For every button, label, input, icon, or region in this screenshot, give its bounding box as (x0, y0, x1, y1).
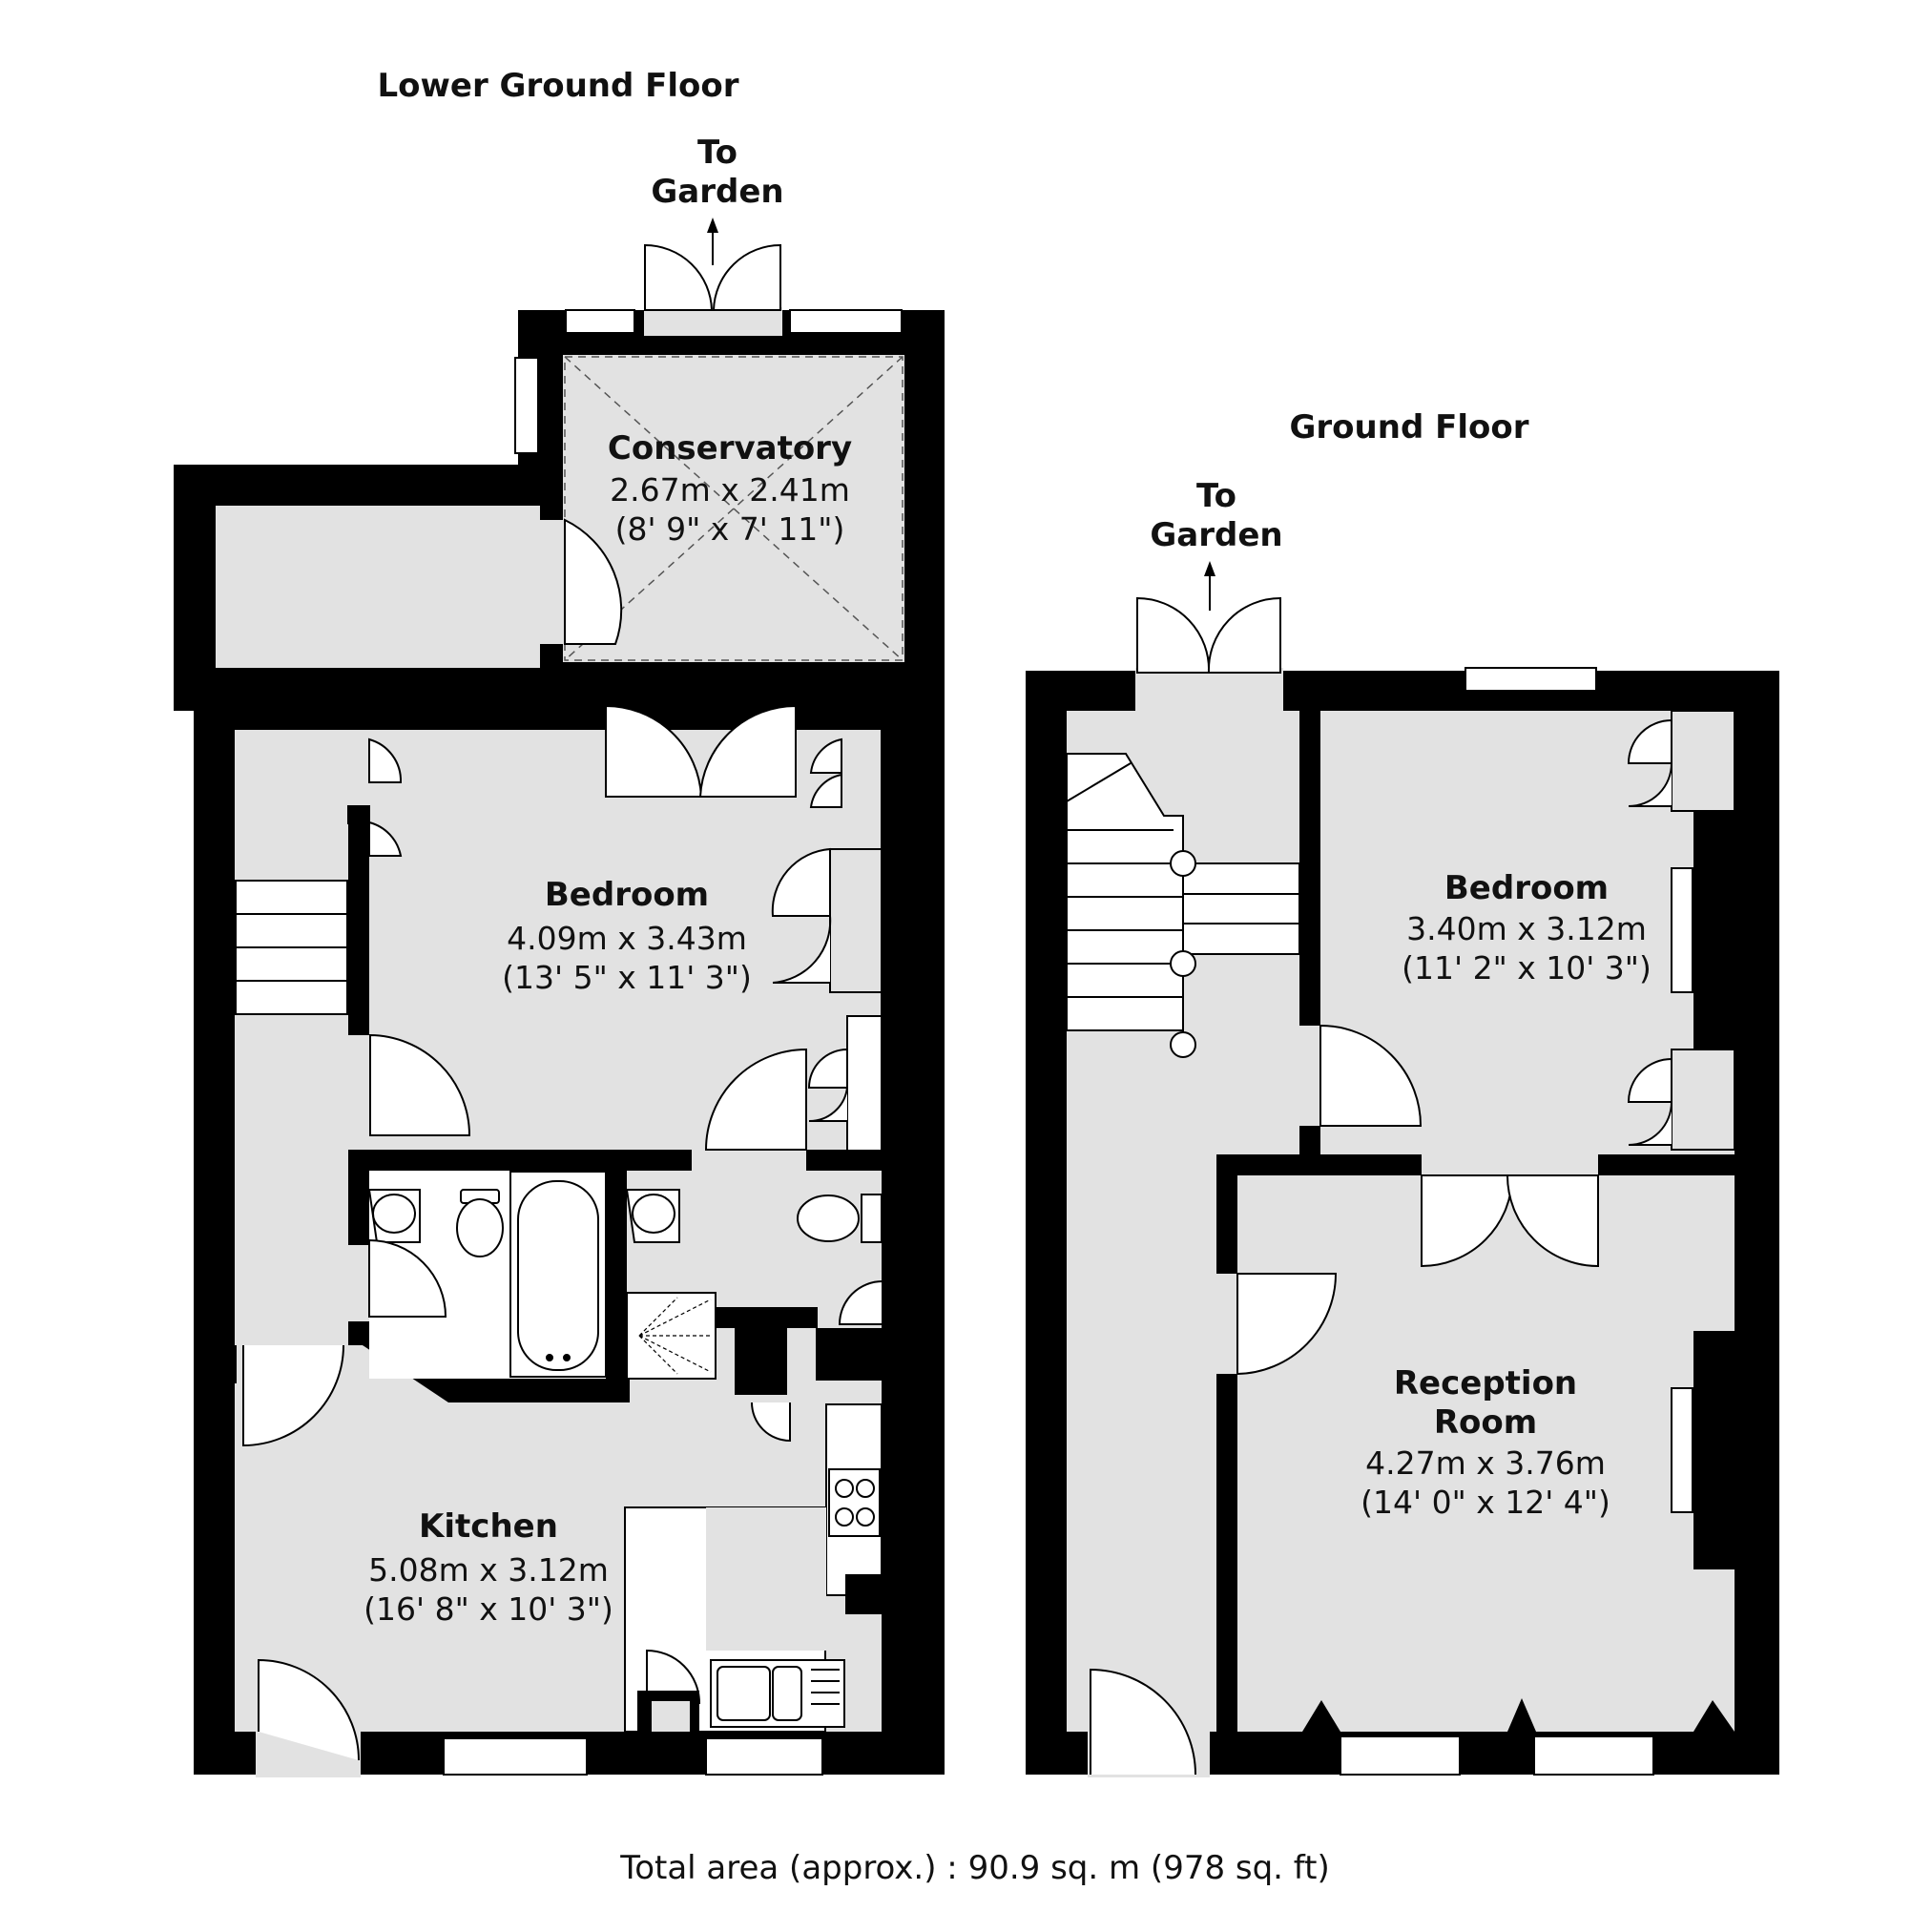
kitchen-hall-door (242, 1344, 344, 1447)
bedroom-double-doors (605, 704, 797, 798)
conservatory-window-right (789, 309, 903, 334)
ground-wardrobe-doors (1627, 718, 1672, 1146)
ground-wardrobe-top (1671, 710, 1735, 812)
ground-garden-arrow (1204, 561, 1215, 611)
bedroom-top-wall (235, 668, 602, 730)
hall-bedroom-wall-lower (1299, 1126, 1320, 1154)
bathroom-door (368, 1238, 447, 1318)
hall-reception-wall-lower (1216, 1374, 1237, 1732)
lower-stairs (235, 880, 348, 1015)
kitchen-counter-cut (706, 1507, 826, 1651)
conservatory-metric: 2.67m x 2.41m (610, 471, 850, 509)
side-store-floor (216, 506, 540, 668)
kitchen-window-left (443, 1737, 588, 1776)
ground-wardrobe-bottom (1671, 1049, 1735, 1151)
shower-room-basin (625, 1189, 680, 1243)
ground-bedroom-imperial: (11' 2" x 10' 3") (1402, 949, 1652, 987)
reception-window-right (1533, 1735, 1654, 1776)
conservatory-garden-door (644, 243, 781, 311)
reception-double-doors (1421, 1174, 1599, 1268)
bathroom-wall-top (348, 1150, 692, 1171)
shower-spray-lines (638, 1297, 712, 1375)
ground-bedroom-chimney (1693, 811, 1736, 1049)
ground-to-garden-text: To Garden (1150, 477, 1283, 554)
conservatory-imperial: (8' 9" x 7' 11") (614, 510, 845, 548)
ground-front-door (1088, 1668, 1210, 1777)
lower-garden-arrow (707, 218, 718, 265)
conservatory-name: Conservatory (607, 429, 853, 467)
bathroom-wall-top-right (806, 1150, 883, 1171)
kitchen-name: Kitchen (419, 1507, 558, 1546)
ground-floor (1026, 561, 1779, 1777)
kitchen-cupboard-door (637, 1649, 701, 1732)
ground-bedroom-name: Bedroom (1444, 869, 1610, 907)
lower-bedroom-name: Bedroom (544, 876, 710, 914)
lower-bedroom-imperial: (13' 5" x 11' 3") (502, 959, 752, 996)
conservatory-door-gap (644, 307, 782, 336)
lower-ground-floor (174, 218, 945, 1777)
lower-floor-title: Lower Ground Floor (377, 67, 739, 105)
kitchen-wall-pier (845, 1574, 882, 1614)
bathroom-basin (367, 1189, 421, 1243)
bathroom-wall-bottom (348, 1321, 630, 1402)
ground-bedroom-window (1465, 667, 1597, 692)
ground-bedroom-fireplace (1671, 867, 1693, 993)
shower-room-toilet (797, 1194, 883, 1243)
bedroom-reception-wall-right (1598, 1154, 1736, 1175)
reception-hall-door (1236, 1273, 1338, 1376)
kitchen-cooker (825, 1403, 883, 1596)
reception-fireplace (1671, 1387, 1693, 1513)
hall-reception-wall (1216, 1154, 1237, 1274)
bath (509, 1171, 607, 1378)
ground-garden-door (1136, 596, 1281, 674)
ground-floor-title: Ground Floor (1289, 408, 1529, 447)
lower-bedroom-metric: 4.09m x 3.43m (507, 920, 747, 957)
ground-door-gap (1135, 668, 1283, 716)
kitchen-imperial: (16' 8" x 10' 3") (364, 1590, 613, 1628)
reception-metric: 4.27m x 3.76m (1365, 1444, 1606, 1482)
bedroom-door-right (704, 1048, 807, 1151)
reception-window-left (1340, 1735, 1461, 1776)
reception-imperial: (14' 0" x 12' 4") (1361, 1484, 1610, 1521)
store-wall-right (816, 1328, 883, 1381)
hall-bedroom-wall (1299, 711, 1320, 1026)
ground-bedroom-metric: 3.40m x 3.12m (1406, 910, 1647, 947)
bedroom-wardrobes-right (771, 729, 896, 1155)
conservatory-window-side (514, 357, 539, 454)
bedroom-door-left (369, 1033, 471, 1150)
hall-kitchen-left-wall (216, 1345, 237, 1383)
reception-chimney (1693, 1331, 1736, 1569)
bedroom-reception-wall (1216, 1154, 1422, 1175)
bathroom-wall-left (348, 1150, 369, 1245)
bathroom-toilet (456, 1189, 504, 1257)
kitchen-sink (710, 1659, 845, 1728)
lower-to-garden-label: To Garden (651, 134, 783, 212)
reception-name: Reception Room (1393, 1364, 1578, 1442)
kitchen-window-right (705, 1737, 823, 1776)
bathroom-wall-mid (606, 1150, 627, 1379)
total-area: Total area (approx.) : 90.9 sq. m (978 s… (620, 1849, 1330, 1887)
ground-stairs (1066, 753, 1300, 1058)
hall-partition-wall (348, 821, 369, 1035)
side-store-door (537, 518, 623, 645)
conservatory-window-left (565, 309, 635, 334)
shower-room-door (838, 1279, 883, 1325)
bedroom-top-wall-right (800, 668, 882, 730)
bedroom-wardrobe-left (347, 737, 403, 857)
store-wall (735, 1328, 787, 1395)
kitchen-metric: 5.08m x 3.12m (368, 1551, 609, 1589)
lower-to-garden-text: To Garden (651, 134, 784, 211)
ground-to-garden-label: To Garden (1150, 477, 1282, 555)
store-cupboard-door (749, 1402, 791, 1443)
lower-front-door (256, 1658, 361, 1777)
ground-bedroom-door (1319, 1024, 1423, 1127)
